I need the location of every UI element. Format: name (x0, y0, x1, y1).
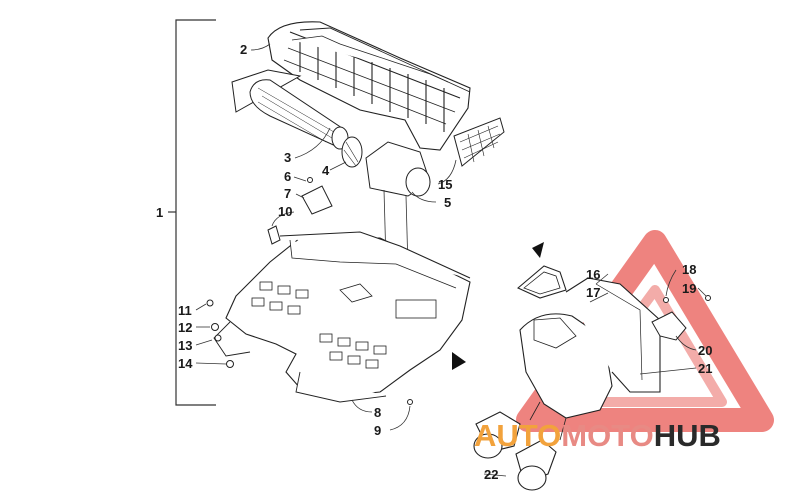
plug (267, 225, 281, 245)
watermark-hub: HUB (653, 418, 721, 453)
callout-6: 6 (284, 169, 292, 184)
direction-arrow (452, 242, 544, 370)
watermark-moto: MOTO (561, 418, 654, 453)
callout-leaders (195, 43, 707, 477)
callout-2: 2 (240, 42, 248, 57)
callout-22: 22 (484, 467, 499, 482)
callout-10: 10 (278, 204, 293, 219)
fasteners (206, 299, 413, 405)
screen-panel (453, 117, 505, 167)
clamp-ring (341, 136, 363, 168)
watermark-text: AUTOMOTOHUB (474, 418, 721, 454)
air-box-cover (267, 21, 471, 151)
callout-5: 5 (444, 195, 452, 210)
intake-duct (473, 265, 661, 491)
callout-21: 21 (698, 361, 713, 376)
callout-13: 13 (178, 338, 193, 353)
callout-12: 12 (178, 320, 193, 335)
callout-4: 4 (322, 163, 330, 178)
callout-11: 11 (178, 303, 192, 318)
callout-15: 15 (438, 177, 453, 192)
callout-3: 3 (284, 150, 292, 165)
watermark-auto: AUTO (474, 418, 562, 453)
callout-7: 7 (284, 186, 292, 201)
assembly-bracket (168, 19, 216, 406)
air-filter (231, 69, 349, 150)
callout-20: 20 (698, 343, 713, 358)
callout-8: 8 (374, 405, 382, 420)
bracket-right (651, 295, 711, 341)
intake-boot (365, 141, 431, 197)
callout-19: 19 (682, 281, 697, 296)
callout-9: 9 (374, 423, 382, 438)
callout-16: 16 (586, 267, 601, 282)
callout-14: 14 (178, 356, 193, 371)
callout-1: 1 (156, 205, 164, 220)
callout-18: 18 (682, 262, 697, 277)
air-box-base (213, 231, 471, 403)
gasket-small (301, 177, 333, 215)
callout-17: 17 (586, 285, 601, 300)
